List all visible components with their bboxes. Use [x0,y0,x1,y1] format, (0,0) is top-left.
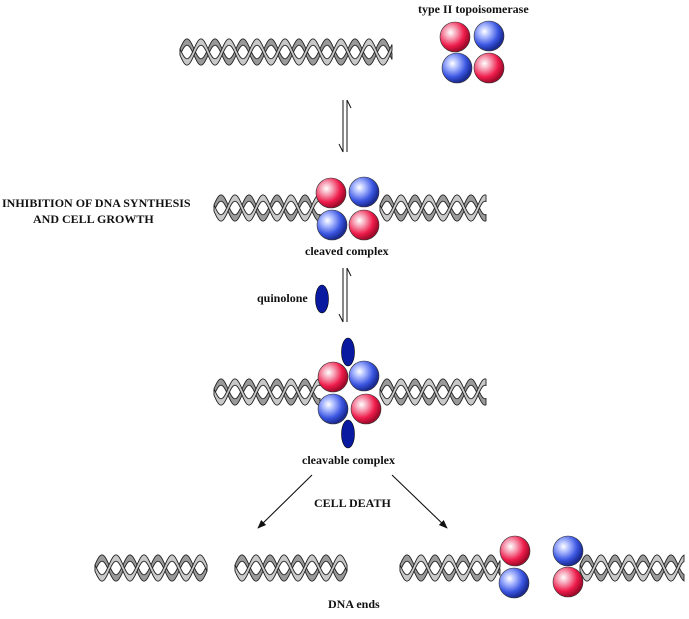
enzyme-subunit-red [473,52,505,84]
inhibition-label-line2: AND CELL GROWTH [33,212,154,226]
equilibrium-arrow-1 [338,99,352,153]
cleaved-complex-dna-left [213,194,321,222]
equilibrium-arrow-2 [338,267,352,323]
enzyme-subunit-red [350,393,382,425]
dna-layer [94,38,685,582]
arrow-to-dna-ends [391,474,448,529]
arrow-layer [257,99,448,529]
enzyme-subunit-blue [552,535,584,567]
dna-fragment-left [94,554,208,582]
enzyme-subunit-red [552,566,584,598]
inhibition-label-line1: INHIBITION OF DNA SYNTHESIS [2,196,191,210]
enzyme-subunit-blue [498,567,530,599]
intact-dna-helix [179,38,393,66]
quinolone-layer [315,284,355,449]
quinolone-label: quinolone [257,291,308,305]
enzyme-subunit-red [439,21,471,53]
enzyme-subunit-blue [348,360,380,392]
cleaved-complex-label: cleaved complex [305,244,389,258]
enzyme-subunit-blue [348,176,380,208]
enzyme-subunit-blue [473,20,505,52]
cell-death-label: CELL DEATH [314,496,391,510]
cleavable-complex-dna-right [379,378,487,406]
quinolone-icon [341,337,355,367]
dna-end-with-enzyme-left [399,554,501,582]
cleavable-complex-label: cleavable complex [302,453,395,467]
enzyme-label: type II topoisomerase [418,2,529,16]
enzyme-subunit-red [317,361,349,393]
quinolone-icon [315,284,329,314]
enzyme-layer [315,20,584,599]
arrow-to-dna-fragments [257,474,313,529]
enzyme-subunit-blue [316,209,348,241]
cleaved-complex-dna-right [379,194,487,222]
dna-ends-label: DNA ends [328,597,380,611]
enzyme-subunit-red [348,209,380,241]
cleavable-complex-dna-left [213,378,321,406]
enzyme-subunit-blue [317,393,349,425]
dna-end-with-enzyme-right [579,554,685,582]
dna-fragment-middle [234,554,348,582]
enzyme-subunit-red [499,535,531,567]
enzyme-subunit-blue [441,52,473,84]
enzyme-subunit-red [315,177,347,209]
quinolone-icon [341,419,355,449]
